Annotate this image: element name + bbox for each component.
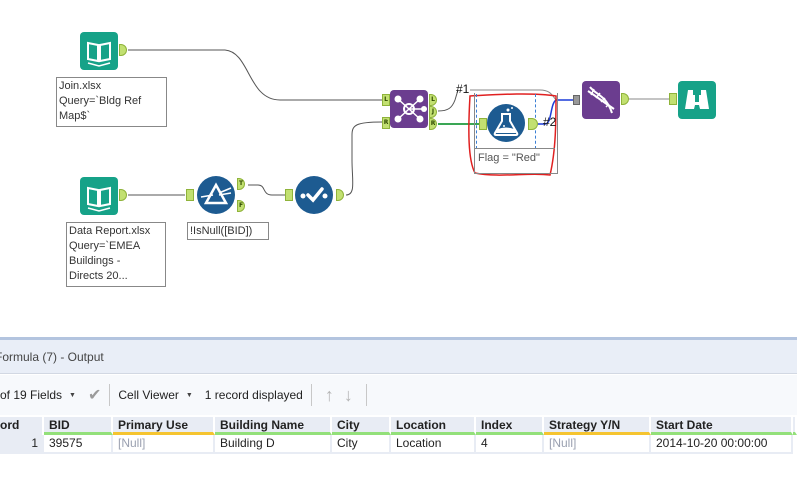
fields-dropdown[interactable]: of 19 Fields ▼ [0, 388, 80, 402]
workflow-canvas[interactable]: Join.xlsx Query=`Bldg Ref Map$` Data Rep… [0, 0, 797, 337]
flask-icon [493, 107, 519, 136]
arrow-up-icon[interactable]: ↑ [324, 384, 334, 405]
results-toolbar: of 19 Fields ▼ ✔ Cell Viewer ▼ 1 record … [0, 375, 797, 415]
connection-label-2: #2 [543, 115, 557, 129]
annotation-line: Map$` [59, 110, 91, 122]
column-header[interactable]: Building Name [215, 417, 332, 435]
wire-filter-select [248, 184, 285, 196]
column-header[interactable]: Primary Use [113, 417, 215, 435]
record-count: 1 record displayed [204, 388, 303, 402]
toolbar-separator [310, 384, 312, 406]
record-number: 1 [0, 435, 44, 454]
input-anchor[interactable] [479, 118, 487, 130]
results-grid: ord BID Primary Use Building Name City L… [0, 417, 797, 454]
output-anchor[interactable] [119, 44, 127, 56]
multi-input-anchor[interactable] [573, 95, 580, 105]
toolbar-separator [109, 384, 111, 406]
dna-helix-icon [587, 86, 615, 114]
book-icon [87, 41, 111, 67]
annotation-line: Join.xlsx [59, 80, 102, 92]
column-header-record[interactable]: ord [0, 417, 44, 435]
input-data-tool-2[interactable] [80, 177, 118, 215]
wire-input1-join [128, 49, 382, 101]
cell[interactable]: City [332, 435, 391, 454]
caret-down-icon: ▼ [69, 391, 76, 399]
filter-annotation: !IsNull([BID]) [187, 222, 269, 240]
annotation-line: Data Report.xlsx [69, 225, 151, 237]
cell[interactable]: 39575 [44, 435, 113, 454]
join-right-output-anchor[interactable]: R [429, 118, 437, 130]
annotation-line: Directs 20... [69, 270, 128, 282]
input-anchor[interactable] [186, 189, 194, 201]
join-network-icon [394, 95, 427, 123]
input-2-annotation: Data Report.xlsx Query=`EMEA Buildings -… [66, 222, 166, 287]
connection-label-1: #1 [456, 82, 470, 96]
results-title: Formula (7) - Output [0, 340, 797, 374]
annotation-line: Query=`EMEA [69, 240, 141, 252]
wire-select-join [345, 121, 383, 196]
arrow-down-icon[interactable]: ↓ [343, 384, 353, 405]
input-anchor[interactable] [669, 93, 677, 105]
panel-divider[interactable] [0, 337, 797, 340]
selection-guide [476, 94, 477, 149]
output-anchor[interactable] [119, 189, 127, 201]
results-panel: Formula (7) - Output of 19 Fields ▼ ✔ Ce… [0, 337, 797, 485]
column-header[interactable]: Strategy Y/N [544, 417, 651, 435]
caret-down-icon: ▼ [185, 391, 193, 399]
fields-dropdown-label: of 19 Fields [0, 388, 63, 402]
dna-tool[interactable] [582, 81, 620, 119]
annotation-line: Query=`Bldg Ref [59, 95, 142, 107]
toolbar-separator [365, 384, 367, 406]
table-row[interactable]: 1 39575 [Null] Building D City Location … [0, 435, 797, 454]
output-anchor[interactable] [621, 93, 629, 105]
book-icon [87, 186, 111, 212]
join-left-input-anchor[interactable]: L [382, 94, 390, 106]
input-data-tool-1[interactable] [80, 32, 118, 70]
column-header[interactable]: City [332, 417, 391, 435]
wire-c1 [470, 89, 557, 101]
annotation-line: Buildings - [69, 255, 121, 267]
cell[interactable]: 4 [476, 435, 544, 454]
select-tool[interactable] [295, 176, 333, 214]
join-left-output-anchor[interactable]: L [429, 94, 437, 106]
output-anchor[interactable] [528, 118, 538, 130]
output-anchor[interactable] [336, 189, 344, 201]
formula-annotation: Flag = "Red" [475, 148, 555, 168]
input-anchor[interactable] [285, 189, 293, 201]
cell[interactable]: 2014-10-20 00:00:00 [651, 435, 793, 454]
filter-true-anchor[interactable]: T [237, 178, 245, 190]
browse-tool[interactable] [678, 81, 716, 119]
column-header[interactable]: Index [476, 417, 544, 435]
binoculars-icon [685, 90, 709, 109]
cell[interactable]: [Null] [113, 435, 215, 454]
join-tool[interactable] [390, 90, 428, 128]
checkmark-icon[interactable]: ✔ [87, 387, 102, 404]
highlight-circle [468, 93, 557, 176]
cell-viewer-dropdown[interactable]: Cell Viewer ▼ [118, 388, 196, 402]
formula-tool[interactable] [487, 104, 525, 142]
column-header[interactable]: Location [391, 417, 476, 435]
check-select-icon [300, 187, 328, 203]
join-right-input-anchor[interactable]: R [382, 117, 390, 129]
results-title-text: Formula (7) - Output [0, 350, 104, 364]
cell[interactable]: Location [391, 435, 476, 454]
connection-wires [128, 49, 672, 196]
grid-header-row: ord BID Primary Use Building Name City L… [0, 417, 797, 435]
prism-filter-icon [200, 182, 232, 205]
column-header-partial [793, 417, 797, 435]
formula-selection-box [474, 93, 558, 174]
filter-tool[interactable] [197, 176, 235, 214]
column-header[interactable]: BID [44, 417, 113, 435]
input-1-annotation: Join.xlsx Query=`Bldg Ref Map$` [56, 77, 167, 127]
filter-false-anchor[interactable]: F [237, 200, 245, 212]
cell-viewer-label: Cell Viewer [118, 388, 179, 402]
cell[interactable]: Building D [215, 435, 332, 454]
join-j-output-anchor[interactable]: J [429, 106, 437, 118]
wire-join-j-out [437, 89, 459, 112]
cell[interactable]: [Null] [544, 435, 651, 454]
column-header[interactable]: Start Date [651, 417, 793, 435]
